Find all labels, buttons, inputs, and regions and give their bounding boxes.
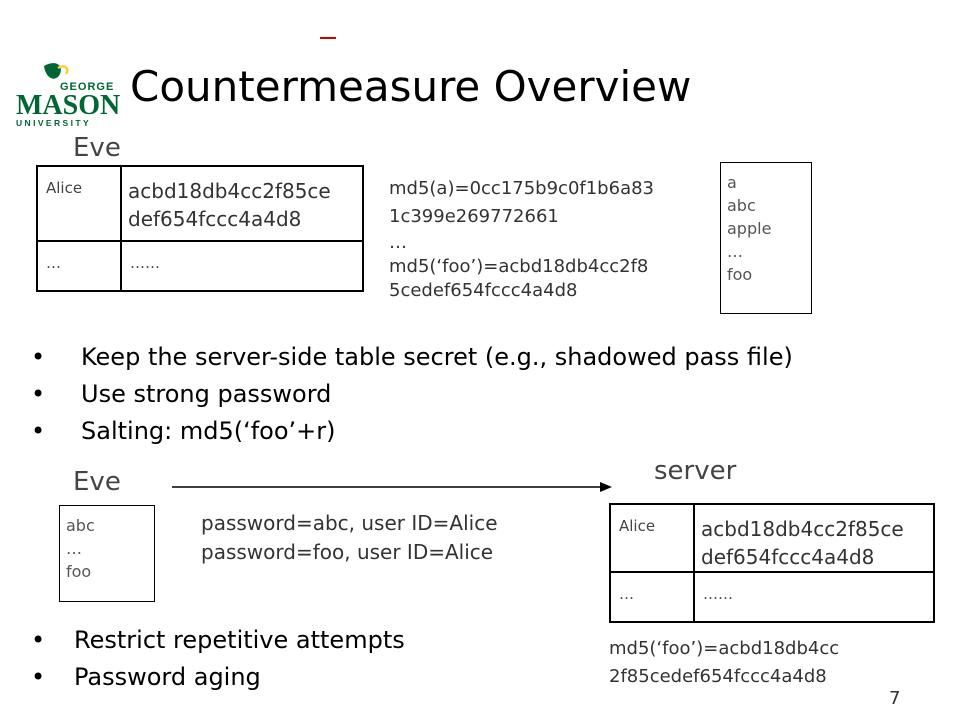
hash-line: acbd18db4cc2f85ce	[128, 179, 331, 203]
eve-label-top: Eve	[73, 133, 121, 163]
table-row: … ……	[36, 240, 364, 292]
server-hash-table: Alice acbd18db4cc2f85ce def654fccc4a4d8 …	[609, 503, 935, 623]
dictionary-word: abc	[66, 516, 95, 535]
md5-line: 2f85cedef654fccc4a4d8	[609, 666, 827, 687]
attempt-line: password=foo, user ID=Alice	[201, 540, 494, 564]
login-attempts: password=abc, user ID=Alice password=foo…	[201, 509, 498, 567]
logo-line-mason: MASON	[16, 90, 120, 121]
table-row: Alice acbd18db4cc2f85ce def654fccc4a4d8	[609, 503, 935, 573]
logo-graphic: GEORGE MASON UNIVERSITY	[16, 63, 120, 128]
logo-line-george: GEORGE	[60, 81, 114, 93]
table-cell-hash: ……	[693, 571, 935, 623]
logo-leaf-icon	[44, 63, 61, 79]
table-cell-hash: ……	[120, 240, 364, 292]
table-row: Alice acbd18db4cc2f85ce def654fccc4a4d8	[36, 165, 364, 242]
arrow-right-icon	[172, 482, 612, 492]
hash-line: def654fccc4a4d8	[701, 545, 875, 569]
table-cell-hash: acbd18db4cc2f85ce def654fccc4a4d8	[120, 165, 364, 242]
dictionary-word: foo	[66, 562, 92, 581]
table-row: … ……	[609, 571, 935, 623]
attempt-line: password=abc, user ID=Alice	[201, 511, 498, 535]
eve-label-bottom: Eve	[73, 467, 121, 497]
hash-line: acbd18db4cc2f85ce	[701, 517, 904, 541]
table-cell-user: …	[36, 240, 122, 292]
table-cell-user: Alice	[36, 165, 122, 242]
dictionary-word: abc	[727, 196, 756, 215]
bullet-item: Password aging	[31, 659, 405, 696]
md5-line: md5(‘foo’)=acbd18db4cc	[609, 638, 840, 659]
dictionary-word: …	[66, 539, 82, 558]
stolen-hash-table: Alice acbd18db4cc2f85ce def654fccc4a4d8 …	[36, 165, 364, 292]
page-number: 7	[889, 688, 901, 709]
dictionary-word: …	[727, 242, 743, 261]
hash-line: def654fccc4a4d8	[128, 207, 302, 231]
dictionary-box-top: a abc apple … foo	[720, 162, 812, 314]
logo-line-university: UNIVERSITY	[16, 118, 91, 128]
dictionary-box-bottom: abc … foo	[59, 505, 155, 602]
dictionary-word: a	[727, 173, 737, 192]
bullet-item: Use strong password	[31, 376, 793, 413]
additional-countermeasure-list: Restrict repetitive attempts Password ag…	[31, 622, 405, 696]
md5-line: 5cedef654fccc4a4d8	[389, 280, 578, 301]
table-cell-hash: acbd18db4cc2f85ce def654fccc4a4d8	[693, 503, 935, 573]
md5-line: 1c399e269772661	[389, 206, 559, 227]
red-dash-mark	[320, 37, 336, 39]
md5-line: md5(‘foo’)=acbd18db4cc2f8	[389, 256, 649, 277]
george-mason-logo: GEORGE MASON UNIVERSITY	[14, 58, 124, 128]
countermeasure-list: Keep the server-side table secret (e.g.,…	[31, 339, 793, 450]
dictionary-word: foo	[727, 265, 753, 284]
md5-line: …	[389, 232, 407, 253]
md5-server-text: md5(‘foo’)=acbd18db4cc 2f85cedef654fccc4…	[609, 635, 839, 691]
arrow-eve-to-server	[172, 478, 612, 498]
table-cell-user: Alice	[609, 503, 695, 573]
dictionary-word: apple	[727, 219, 772, 238]
server-label: server	[654, 456, 737, 486]
md5-precomputed-list: md5(a)=0cc175b9c0f1b6a83 1c399e269772661…	[389, 175, 654, 303]
table-cell-user: …	[609, 571, 695, 623]
slide-title: Countermeasure Overview	[130, 62, 692, 111]
bullet-item: Keep the server-side table secret (e.g.,…	[31, 339, 793, 376]
bullet-item: Salting: md5(‘foo’+r)	[31, 413, 793, 450]
bullet-item: Restrict repetitive attempts	[31, 622, 405, 659]
md5-line: md5(a)=0cc175b9c0f1b6a83	[389, 178, 654, 199]
